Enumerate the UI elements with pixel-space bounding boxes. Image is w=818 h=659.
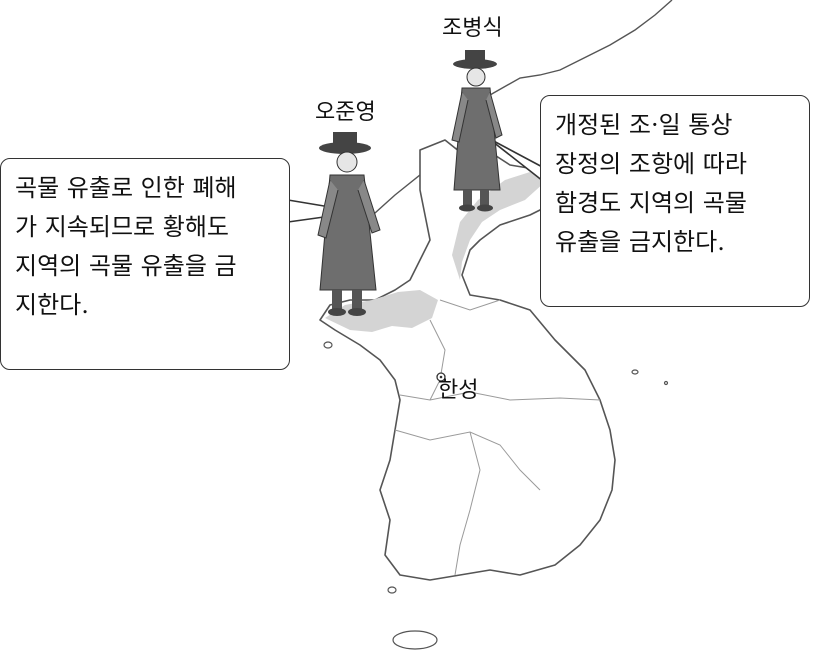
right-bubble-line: 개정된 조·일 통상: [555, 111, 733, 139]
capital-marker: [436, 372, 446, 382]
left-bubble-line: 지역의 곡물 유출을 금: [15, 252, 237, 280]
left-bubble-line: 지한다.: [15, 291, 89, 319]
figure-name-right: 조병식: [442, 16, 503, 41]
left-official-figure: [317, 132, 381, 316]
hamgyeong-highlight: [452, 172, 545, 280]
right-bubble-line: 함경도 지역의 곡물: [555, 189, 747, 217]
left-bubble-line: 곡물 유출로 인한 폐해: [15, 174, 237, 202]
figure-name-left: 오준영: [315, 100, 376, 125]
islands: [323, 341, 669, 650]
left-bubble-line: 가 지속되므로 황해도: [15, 213, 229, 241]
province-borders: [394, 299, 601, 576]
right-official-figure: [451, 50, 503, 212]
right-bubble-line: 유출을 금지한다.: [555, 228, 725, 256]
right-bubble-line: 장정의 조항에 따라: [555, 150, 747, 178]
capital-label: 한성: [438, 378, 479, 403]
left-speech-bubble: 곡물 유출로 인한 폐해 가 지속되므로 황해도 지역의 곡물 유출을 금 지한…: [0, 158, 290, 370]
hwanghae-highlight: [325, 290, 438, 332]
peninsula-outline: [319, 139, 616, 581]
right-speech-bubble: 개정된 조·일 통상 장정의 조항에 따라 함경도 지역의 곡물 유출을 금지한…: [540, 95, 810, 307]
